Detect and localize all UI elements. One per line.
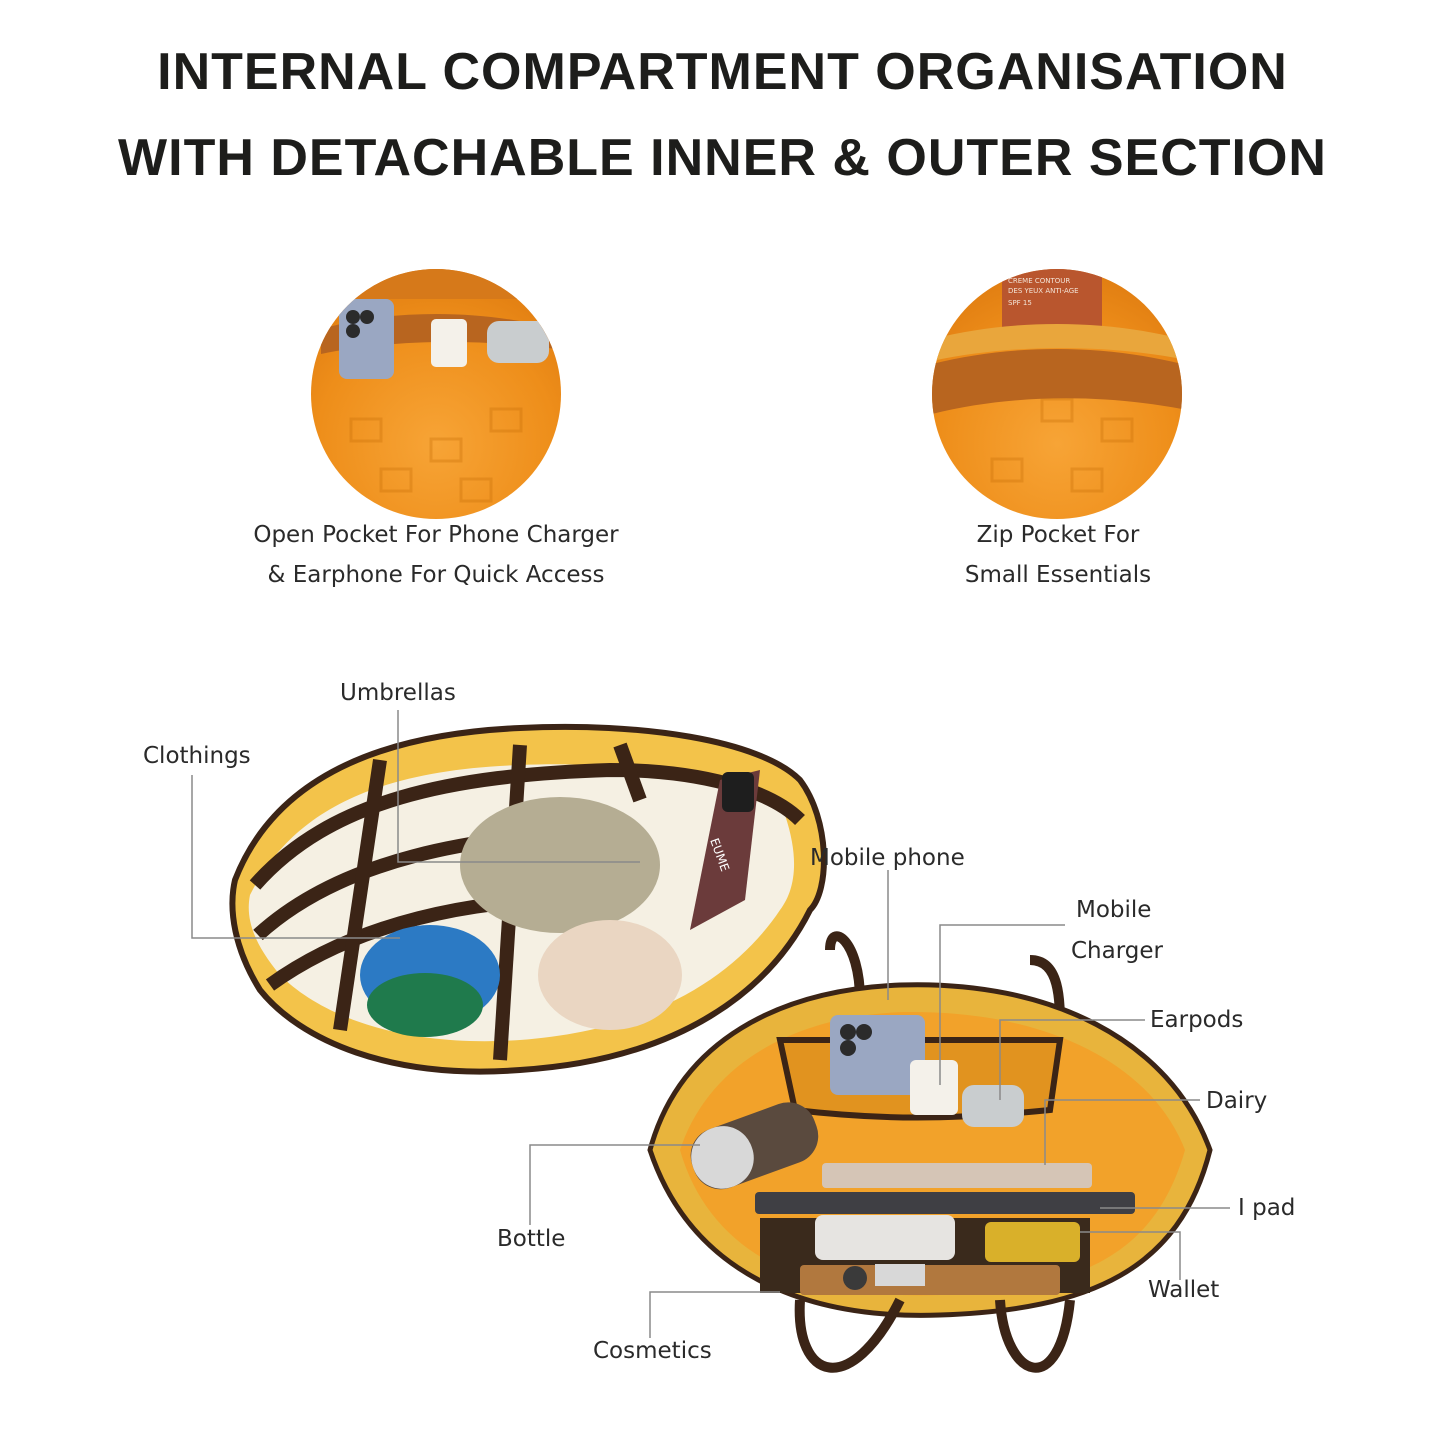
callout-mobile-phone: Mobile phone	[810, 845, 965, 871]
callout-dairy: Dairy	[1206, 1088, 1268, 1114]
callout-mobile-charger-line-1: Mobile	[1076, 897, 1152, 923]
bottle-icon	[690, 1102, 819, 1190]
open-pocket-caption-line-1: Open Pocket For Phone Charger	[253, 522, 619, 548]
clothing-green	[367, 973, 483, 1037]
callout-umbrellas: Umbrellas	[340, 680, 456, 706]
clothing-folded-khaki	[460, 797, 660, 933]
cosmetic-box-text-2: DES YEUX ANTI-AGE	[1008, 287, 1079, 295]
callout-earpods: Earpods	[1150, 1007, 1244, 1033]
callout-ipad: I pad	[1238, 1195, 1296, 1221]
earpods-case-icon	[487, 321, 549, 363]
wallet-icon	[985, 1222, 1080, 1262]
charger-icon-2	[910, 1060, 958, 1115]
clothing-towel	[538, 920, 682, 1030]
ipad-icon	[755, 1192, 1135, 1214]
cosmetic-box-text-1: CREME CONTOUR	[1008, 277, 1070, 285]
cosmetics-pouch	[800, 1265, 1060, 1295]
charger-icon	[431, 319, 467, 367]
cosmetic-box	[1002, 269, 1102, 329]
earpods-case-icon-2	[962, 1085, 1024, 1127]
dairy-icon	[822, 1163, 1092, 1188]
callout-cosmetics: Cosmetics	[593, 1338, 712, 1364]
cosmetic-box-text-3: SPF 15	[1008, 299, 1032, 307]
zipper-icon	[932, 324, 1182, 361]
inner-tote-section	[647, 931, 1213, 1373]
leader-lines	[191, 710, 1230, 1338]
zip-pocket-photo: CREME CONTOUR DES YEUX ANTI-AGE SPF 15	[932, 269, 1182, 519]
callout-bottle: Bottle	[497, 1226, 566, 1252]
callout-mobile-charger-line-2: Charger	[1071, 938, 1163, 964]
heading-line-2: WITH DETACHABLE INNER & OUTER SECTION	[118, 129, 1327, 187]
zip-pocket-caption-line-2: Small Essentials	[964, 562, 1152, 588]
callout-clothings: Clothings	[143, 743, 251, 769]
callout-wallet: Wallet	[1148, 1277, 1220, 1303]
zip-pocket-illustration: CREME CONTOUR DES YEUX ANTI-AGE SPF 15	[932, 269, 1182, 493]
outer-basket-section: EUME	[229, 723, 827, 1075]
open-pocket-caption: Open Pocket For Phone Charger & Earphone…	[220, 515, 652, 595]
zip-pocket-caption-line-1: Zip Pocket For	[976, 522, 1140, 548]
zip-pocket-caption: Zip Pocket For Small Essentials	[880, 515, 1236, 595]
open-pocket-caption-line-2: & Earphone For Quick Access	[267, 562, 605, 588]
heading-line-1: INTERNAL COMPARTMENT ORGANISATION	[157, 43, 1288, 101]
